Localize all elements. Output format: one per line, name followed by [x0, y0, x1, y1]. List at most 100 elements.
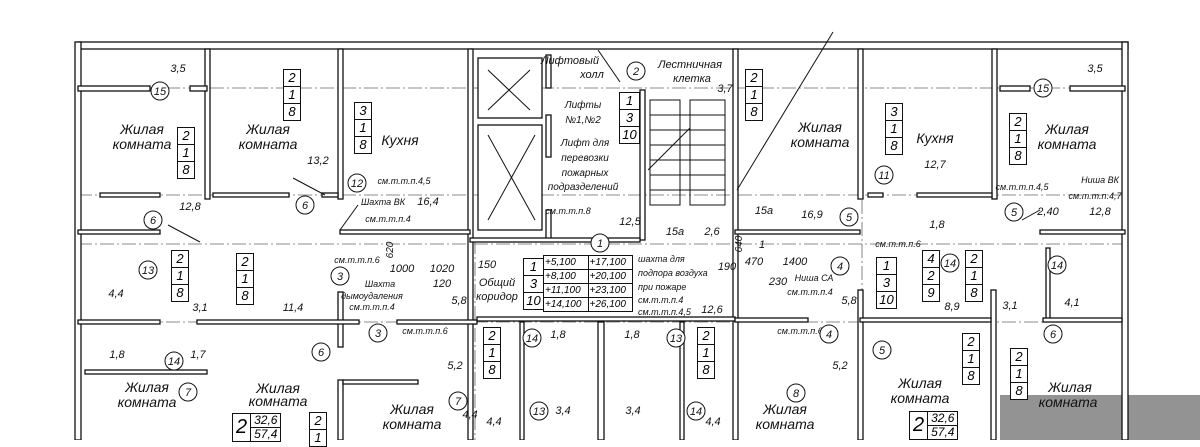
- plan-label: подпора воздуха: [638, 268, 708, 278]
- walls: [74, 41, 1129, 440]
- finish-code: 2: [314, 413, 322, 428]
- room-number-marker: 15: [1033, 78, 1053, 98]
- plan-label: 3,5: [170, 63, 186, 75]
- room-number: 5: [1011, 207, 1018, 219]
- plan-label: 11,4: [283, 302, 304, 314]
- finish-code: 1: [178, 144, 194, 161]
- room-number-marker: 6: [295, 195, 315, 215]
- room-number: 15: [1037, 83, 1050, 95]
- plan-label: комната: [891, 390, 950, 406]
- plan-label: комната: [756, 416, 815, 432]
- plan-label: Жилая: [762, 401, 807, 417]
- finish-code: 9: [923, 284, 939, 301]
- plan-label: см.т.т.п.4: [349, 302, 394, 312]
- finish-code: 2: [182, 128, 190, 143]
- finish-code: 3: [620, 109, 639, 126]
- room-number: 4: [837, 261, 843, 273]
- plan-label: см.т.т.п.4,5: [638, 307, 692, 317]
- elevation-value: +5,100: [543, 255, 589, 270]
- plan-label: комната: [1038, 136, 1097, 152]
- plan-label: 640: [734, 235, 745, 252]
- finish-code: 2: [488, 328, 496, 343]
- plan-label: см.т.т.п.8: [545, 206, 590, 216]
- finish-code: 2: [288, 70, 296, 85]
- plan-label: Лестничная: [657, 59, 722, 71]
- elevation-row: +5,100+17,100: [543, 255, 633, 270]
- plan-label: 4,4: [705, 416, 720, 428]
- area-table-left: 2 32,6 57,4: [231, 413, 282, 442]
- finish-code: 1: [698, 344, 714, 361]
- plan-label: 190: [718, 261, 737, 273]
- plan-label: 4,4: [462, 409, 477, 421]
- finish-code: 1: [966, 267, 982, 284]
- plan-label: см.т.т.п.6: [402, 326, 447, 336]
- living-area: 32,6: [927, 411, 959, 426]
- room-count: 2: [231, 413, 252, 442]
- plan-label: 1400: [783, 256, 808, 268]
- plan-label: см.т.т.п.6: [334, 255, 379, 265]
- finish-code: 8: [172, 284, 188, 301]
- room-number-marker: 14: [1047, 255, 1067, 275]
- plan-label: Ниша СА: [795, 273, 834, 283]
- plan-label: Жилая: [1047, 379, 1092, 395]
- room-number: 12: [351, 178, 363, 190]
- plan-label: см.т.т.п.4,5: [996, 182, 1050, 192]
- finish-code: 3: [877, 274, 896, 291]
- finish-code: 10: [877, 291, 896, 308]
- plan-label: №1,№2: [565, 115, 601, 126]
- room-number: 13: [670, 333, 683, 345]
- plan-label: Жилая: [124, 379, 169, 395]
- plan-label: Жилая: [245, 121, 290, 137]
- plan-label: 1: [759, 239, 765, 251]
- plan-label: Кухня: [381, 132, 419, 148]
- finish-code: 2: [923, 267, 939, 284]
- plan-label: 230: [768, 276, 788, 288]
- plan-label: 15а: [755, 205, 773, 217]
- room-number-marker: 12: [347, 173, 367, 193]
- finish-code: 1: [882, 258, 891, 273]
- plan-label: 1,8: [550, 329, 566, 341]
- room-number-marker: 7: [178, 382, 198, 402]
- finish-code: 1: [484, 344, 500, 361]
- elevation-value: +17,100: [587, 255, 633, 270]
- room-number: 14: [690, 406, 702, 418]
- finish-code: 8: [284, 103, 300, 120]
- living-area: 32,6: [250, 413, 282, 428]
- finish-code: 1: [963, 350, 979, 367]
- elevation-table: +5,100+17,100+8,100+20,100+11,100+23,100…: [543, 255, 633, 312]
- plan-label: 13,2: [307, 155, 328, 167]
- room-number-marker: 14: [522, 328, 542, 348]
- plan-label: коридор: [476, 291, 518, 303]
- room-number: 11: [878, 170, 889, 182]
- plan-label: 3,1: [192, 302, 207, 314]
- plan-label: Кухня: [916, 130, 954, 146]
- finish-code: 8: [1010, 147, 1026, 164]
- room-number-marker: 1: [590, 233, 610, 253]
- elevation-value: +8,100: [543, 269, 589, 284]
- plan-label: см.т.т.п.4,7: [1069, 191, 1123, 201]
- plan-label: пожарных: [562, 168, 610, 179]
- plan-label: комната: [113, 136, 172, 152]
- room-number: 14: [944, 258, 956, 270]
- room-number: 14: [1051, 260, 1063, 272]
- finish-code: 8: [886, 137, 902, 154]
- finish-code: 8: [1011, 382, 1027, 399]
- plan-label: 12,7: [924, 159, 946, 171]
- plan-label: 2,6: [703, 226, 720, 238]
- finish-code: 3: [359, 103, 367, 118]
- plan-label: перевозки: [561, 153, 609, 164]
- room-number: 1: [597, 238, 603, 250]
- plan-label: 4,4: [108, 288, 123, 300]
- finish-code: 8: [484, 361, 500, 378]
- finish-code: 2: [1015, 349, 1023, 364]
- room-number: 5: [879, 345, 886, 357]
